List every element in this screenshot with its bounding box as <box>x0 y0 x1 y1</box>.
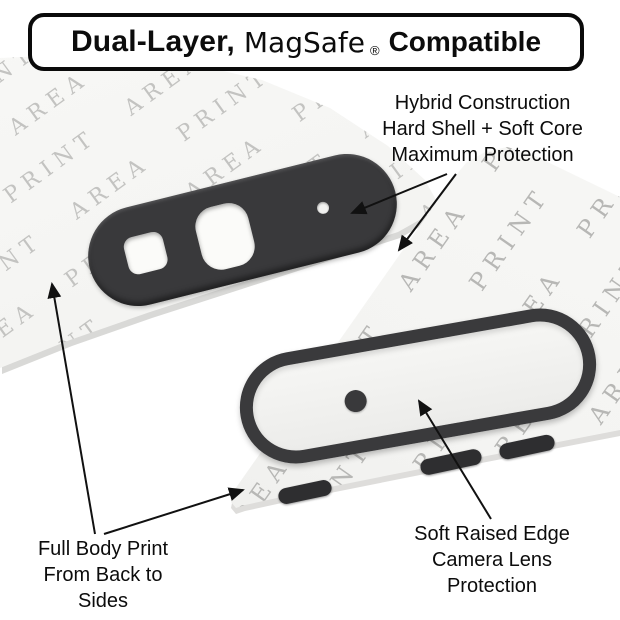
note-line: Hybrid Construction <box>394 92 571 114</box>
full-body-print-note: Full Body Print From Back to Sides <box>22 536 184 614</box>
title-magsafe: MagSafe <box>243 25 365 59</box>
callout-line-fullbody-2 <box>103 487 245 535</box>
note-line: Camera Lens <box>431 549 553 571</box>
mic-hole <box>315 200 331 216</box>
camera-lens-dot <box>342 388 369 414</box>
note-line: Full Body Print <box>37 538 169 560</box>
note-line: Maximum Protection <box>391 144 574 166</box>
note-line: Protection <box>446 575 538 597</box>
hybrid-construction-note: Hybrid Construction Hard Shell + Soft Co… <box>360 90 605 168</box>
title-dual-layer: Dual-Layer, <box>70 25 235 58</box>
title-compatible: Compatible <box>388 26 542 57</box>
camera-hole-square <box>121 229 170 277</box>
registered-mark: ® <box>369 43 380 58</box>
note-line: Sides <box>77 590 129 612</box>
camera-protection-note: Soft Raised Edge Camera Lens Protection <box>402 521 582 599</box>
note-line: Hard Shell + Soft Core <box>382 118 583 140</box>
title-banner: Dual-Layer, MagSafe ® Compatible <box>28 13 584 71</box>
note-line: Soft Raised Edge <box>414 523 570 545</box>
camera-hole-pill <box>191 198 259 274</box>
note-line: From Back to <box>43 564 163 586</box>
